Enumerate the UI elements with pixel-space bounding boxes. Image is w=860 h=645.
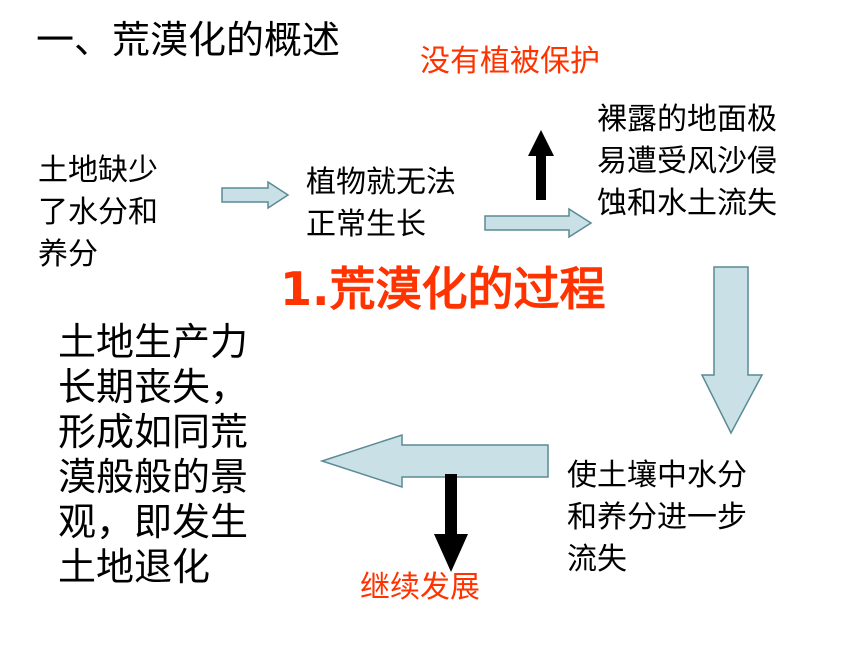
down-arrow-icon	[700, 266, 764, 435]
step-5-text: 土地生产力 长期丧失， 形成如同荒 漠般般的景 观，即发生 土地退化	[58, 320, 249, 589]
note-no-vegetation: 没有植被保护	[420, 44, 600, 79]
left-arrow-icon	[319, 433, 549, 489]
center-heading: 1.荒漠化的过程	[280, 262, 606, 316]
up-arrow-icon	[528, 130, 554, 200]
step-3-text: 裸露的地面极 易遭受风沙侵 蚀和水土流失	[597, 102, 777, 221]
right-arrow-icon	[221, 180, 290, 210]
slide-title: 一、荒漠化的概述	[36, 18, 341, 62]
right-arrow-icon	[484, 207, 593, 239]
step-4-text: 使土壤中水分 和养分进一步 流失	[567, 458, 747, 577]
step-1-text: 土地缺少 了水分和 养分	[38, 153, 158, 272]
down-arrow-icon	[434, 474, 468, 572]
step-2-text: 植物就无法 正常生长	[306, 165, 456, 242]
note-continue-development: 继续发展	[360, 570, 480, 605]
